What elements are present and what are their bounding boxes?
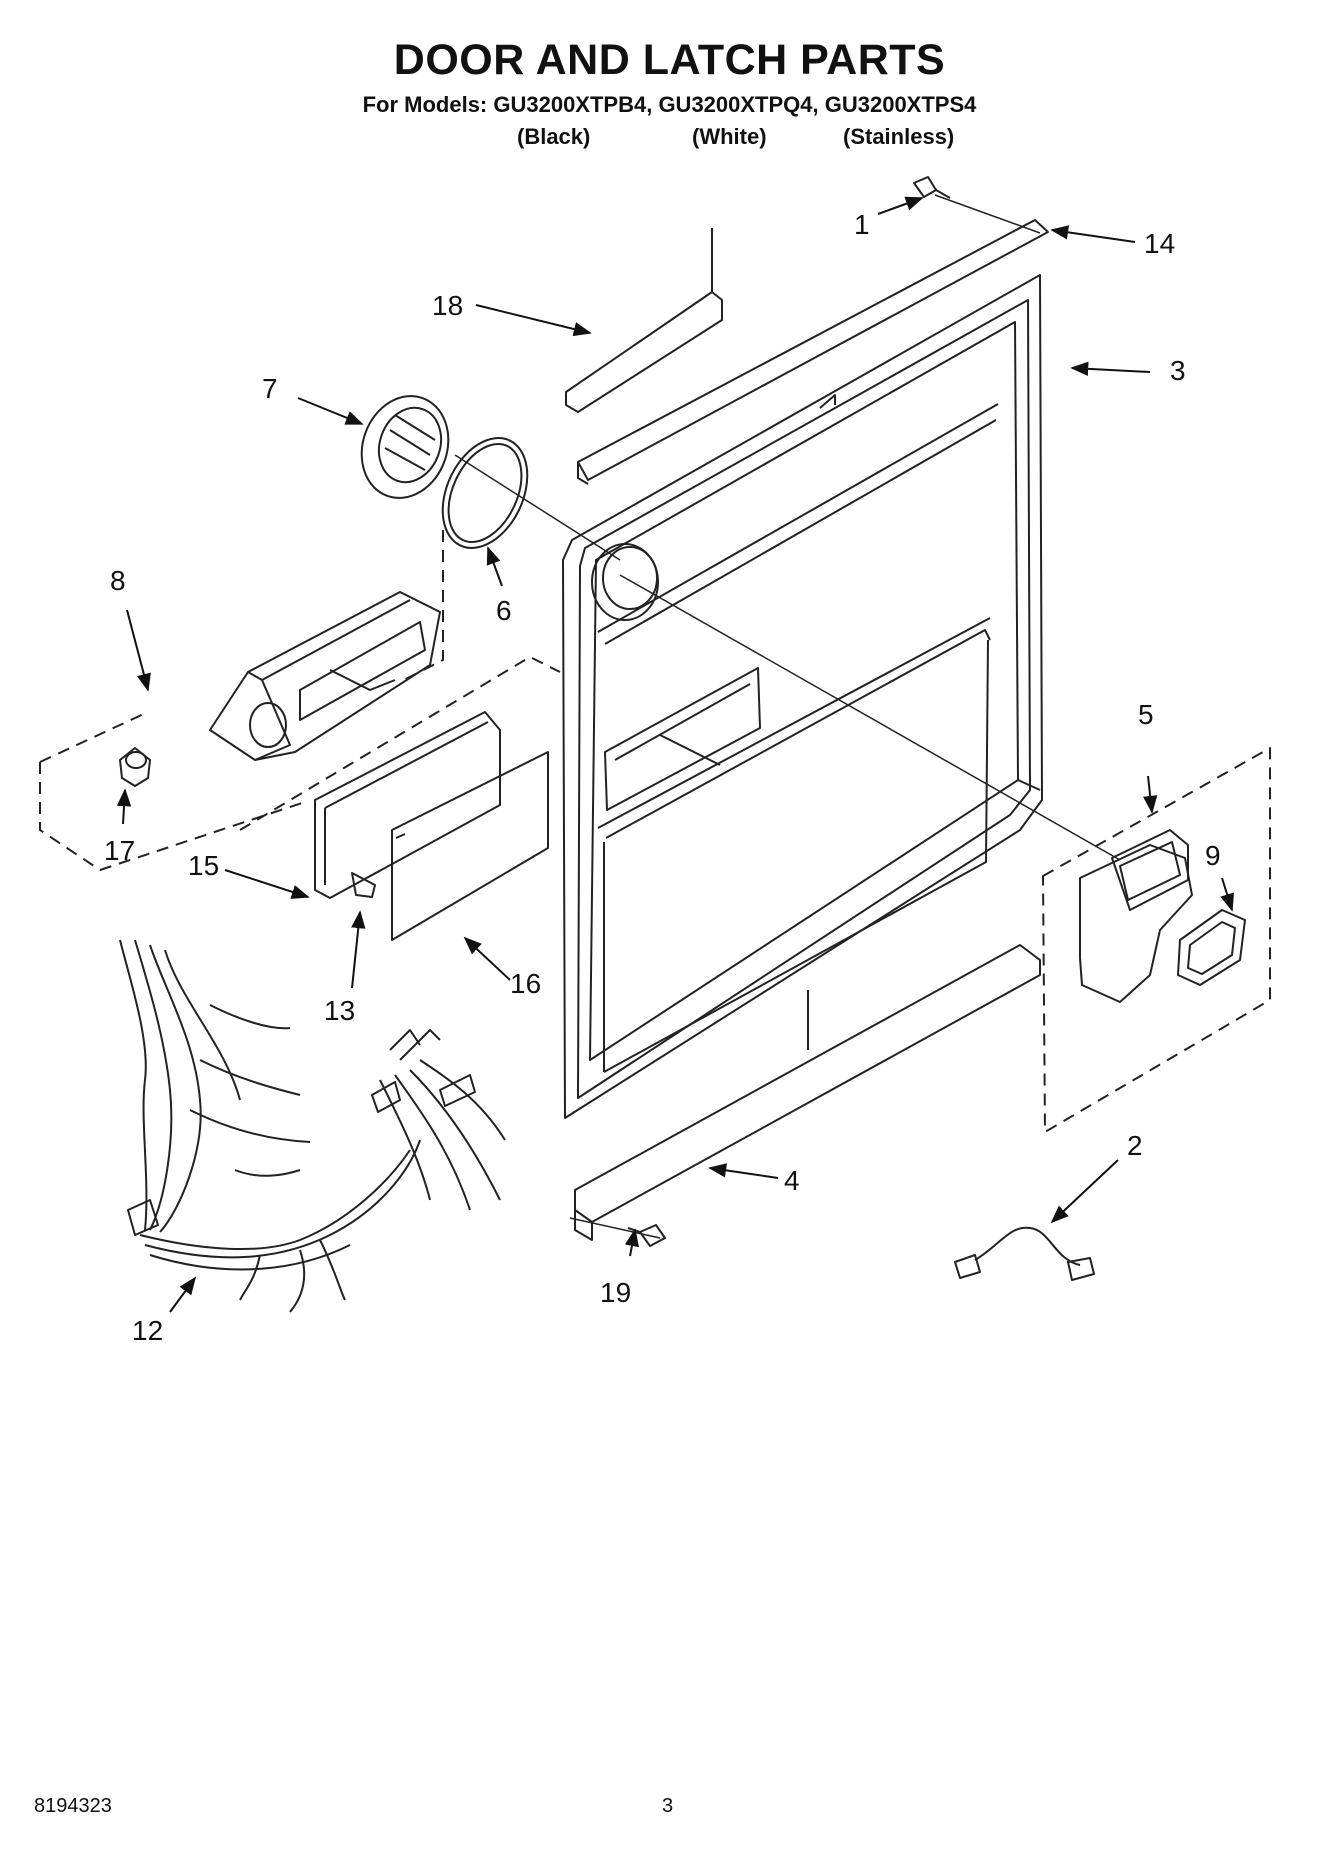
callout-5: 5	[1138, 699, 1154, 730]
dispenser-opening	[604, 667, 761, 811]
callout-18: 18	[432, 290, 463, 321]
door-cable	[954, 1226, 1095, 1281]
callout-13: 13	[324, 995, 355, 1026]
callout-8: 8	[110, 565, 126, 596]
screw-13	[351, 872, 376, 898]
callout-19: 19	[600, 1277, 631, 1308]
alignment-lines	[454, 194, 1121, 1239]
screw-1	[913, 176, 951, 199]
assembly-8-boundary	[39, 530, 561, 871]
callout-14: 14	[1144, 228, 1175, 259]
callout-9: 9	[1205, 840, 1221, 871]
latch-control-module	[209, 591, 441, 761]
page-number: 3	[662, 1795, 674, 1817]
callout-15: 15	[188, 850, 219, 881]
callout-labels: 1 2 3 4 5 6 7 8 9 12 13 14 15 16 17 18 1…	[104, 209, 1221, 1346]
vent-grille	[360, 395, 450, 499]
control-board	[314, 711, 501, 899]
top-bracket	[565, 228, 723, 413]
callout-17: 17	[104, 835, 135, 866]
vent-gasket	[441, 437, 529, 549]
callout-12: 12	[132, 1315, 163, 1346]
document-number: 8194323	[34, 1795, 112, 1817]
assembly-5-boundary	[1042, 747, 1271, 1133]
callout-3: 3	[1170, 355, 1186, 386]
inner-door-panel	[562, 274, 1043, 1119]
sensor-seal	[1177, 909, 1246, 986]
vent-sensor-assembly	[1079, 829, 1193, 1003]
wire-harness	[119, 939, 506, 1313]
variant-black: (Black)	[517, 124, 591, 149]
callout-7: 7	[262, 373, 278, 404]
variant-stainless: (Stainless)	[843, 124, 955, 149]
top-trim-rail	[577, 219, 1049, 485]
callout-16: 16	[510, 968, 541, 999]
board-shield	[391, 751, 549, 941]
callout-2: 2	[1127, 1130, 1143, 1161]
callout-6: 6	[496, 595, 512, 626]
bottom-bracket	[574, 944, 1041, 1241]
push-button-knob	[119, 747, 151, 787]
models-line: For Models: GU3200XTPB4, GU3200XTPQ4, GU…	[362, 92, 977, 117]
callout-arrows	[116, 196, 1235, 1313]
variant-white: (White)	[692, 124, 767, 149]
page-title: DOOR AND LATCH PARTS	[393, 36, 946, 84]
door-vent-opening	[591, 543, 659, 621]
callout-4: 4	[784, 1165, 800, 1196]
callout-1: 1	[854, 209, 870, 240]
